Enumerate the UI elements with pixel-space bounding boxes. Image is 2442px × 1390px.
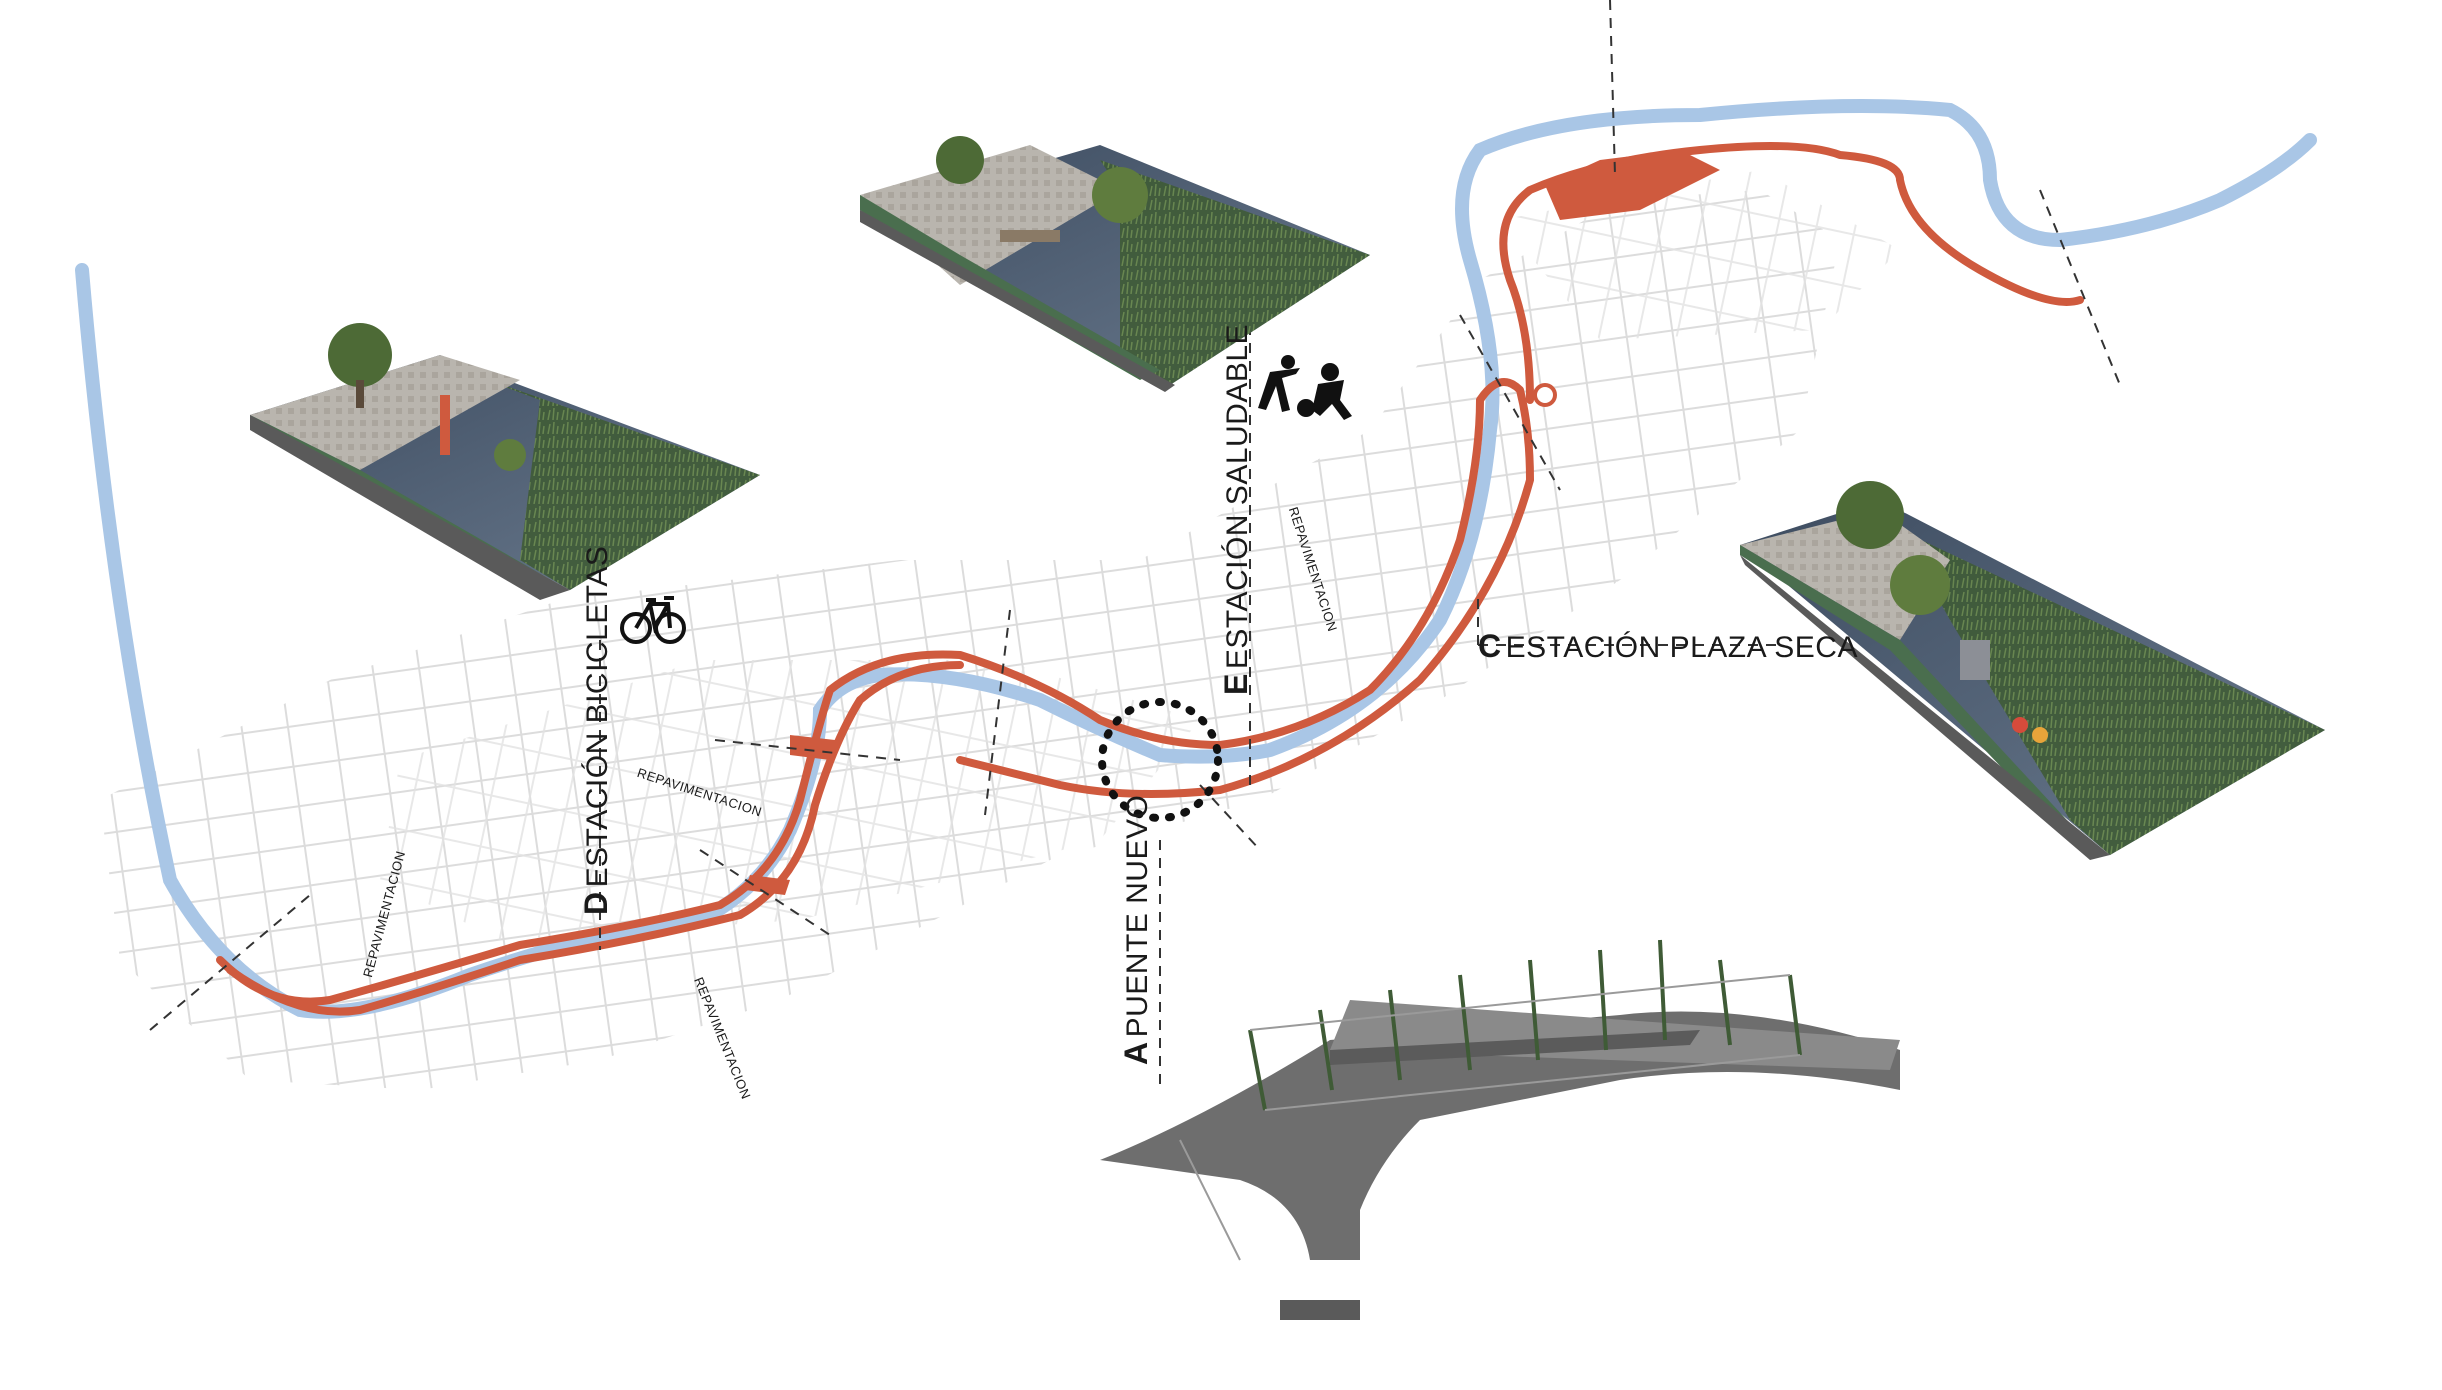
render-plaza-seca: [1740, 481, 2325, 860]
station-letter-d: D: [578, 891, 614, 915]
section-lines: [149, 0, 2121, 1085]
route-lines: [216, 142, 2084, 1016]
render-health-station: [860, 136, 1370, 392]
station-letter-e: E: [1218, 673, 1254, 695]
puente-nuevo-focus-circle: [1098, 698, 1222, 822]
station-name-c: ESTACIÓN PLAZA SECA: [1505, 631, 1858, 664]
station-letter-a: A: [1118, 1041, 1154, 1065]
station-label-d: D ESTACIÓN BICICLETAS: [578, 546, 615, 915]
station-name-e: ESTACIÓN SALUDABLE: [1221, 323, 1254, 670]
render-bicycle-station: [250, 323, 760, 600]
station-label-e: E ESTACIÓN SALUDABLE: [1218, 324, 1255, 695]
station-label-a: A PUENTE NUEVO: [1118, 795, 1155, 1065]
bicycle-icon: [620, 596, 686, 644]
street-grid: [100, 170, 1900, 1090]
roundabout-marker: [1533, 383, 1557, 407]
station-letter-c: C: [1478, 628, 1502, 664]
route-segment-north: [745, 150, 1720, 895]
station-name-a: PUENTE NUEVO: [1121, 794, 1154, 1038]
render-puente-nuevo-bridge: [1100, 939, 1900, 1320]
station-name-d: ESTACIÓN BICICLETAS: [581, 545, 614, 888]
exercise-people-icon: [1258, 355, 1352, 420]
